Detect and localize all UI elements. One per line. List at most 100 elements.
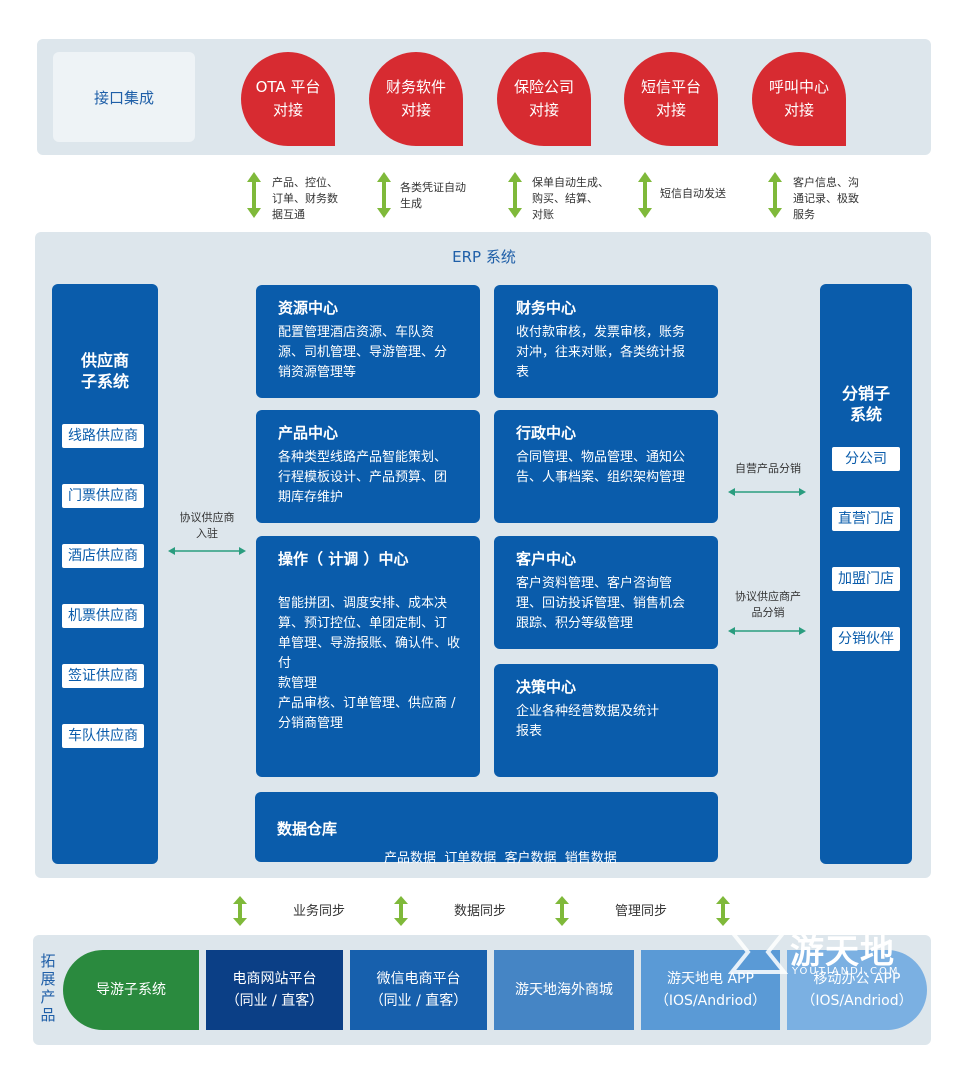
distribution-item-franchise[interactable]: 加盟门店 [832, 567, 900, 591]
mobile-office-app[interactable]: 移动办公 APP （IOS/Andriod） [787, 950, 927, 1030]
guide-subsystem[interactable]: 导游子系统 [63, 950, 199, 1030]
petal-line1: 保险公司 [513, 78, 574, 96]
insurance-company-node[interactable]: 保险公司 对接 [497, 52, 591, 146]
supplier-item-flight[interactable]: 机票供应商 [62, 604, 144, 628]
note-sms: 短信自动发送 [660, 186, 726, 202]
center-body: 各种类型线路产品智能策划、 行程模板设计、产品预算、团 期库存维护 [278, 448, 466, 508]
petal-line1: 财务软件 [385, 78, 446, 96]
body-line: 客户资料管理、客户咨询管 [516, 576, 673, 591]
supplier-subsystem [52, 284, 158, 864]
petal-line2: 对接 [272, 101, 303, 119]
note-line: 品分销 [751, 606, 785, 619]
note-insurance: 保单自动生成、 购买、结算、 对账 [532, 175, 609, 223]
double-arrow-icon [377, 172, 391, 218]
body-line: 各种类型线路产品智能策划、 [278, 450, 448, 465]
management-sync-label: 管理同步 [615, 904, 668, 919]
center-body: 客户资料管理、客户咨询管 理、回访投诉管理、销售机会 跟踪、积分等级管理 [516, 574, 704, 634]
petal-line1: 短信平台 [640, 78, 701, 96]
resource-center[interactable]: 资源中心 配置管理酒店资源、车队资 源、司机管理、导游管理、分 销资源管理等 [256, 285, 480, 398]
center-body: 收付款审核，发票审核，账务 对冲，往来对账，各类统计报 表 [516, 323, 704, 383]
body-line: 配置管理酒店资源、车队资 [278, 325, 435, 340]
note-line: 产品、控位、 [272, 176, 338, 189]
body-line: 告、人事档案、组织架构管理 [516, 470, 686, 485]
youtiandi-app[interactable]: 游天地电 APP （IOS/Andriod） [641, 950, 780, 1030]
admin-center[interactable]: 行政中心 合同管理、物品管理、通知公 告、人事档案、组织架构管理 [494, 410, 718, 523]
note-line: 对账 [532, 208, 554, 221]
center-body: 企业各种经营数据及统计 报表 [516, 702, 704, 742]
double-arrow-icon [247, 172, 261, 218]
erp-title: ERP 系统 [452, 248, 516, 266]
note-line: 服务 [793, 208, 815, 221]
double-arrow-icon [638, 172, 652, 218]
product-line1: 微信电商平台 [376, 971, 461, 987]
supplier-title: 供应商 子系统 [52, 350, 158, 392]
interface-integration-label: 接口集成 [53, 52, 195, 142]
horizontal-double-arrow-icon [728, 627, 806, 635]
petal-line1: OTA 平台 [255, 78, 321, 96]
ecommerce-site-platform[interactable]: 电商网站平台 （同业 / 直客） [206, 950, 343, 1030]
extension-products-label: 拓展产品 [40, 952, 56, 1024]
double-arrow-icon [508, 172, 522, 218]
double-arrow-icon [233, 896, 247, 926]
distribution-item-branch[interactable]: 分公司 [832, 447, 900, 471]
note-line: 客户信息、沟 [793, 176, 859, 189]
center-title: 决策中心 [516, 678, 577, 696]
supplier-item-ticket[interactable]: 门票供应商 [62, 484, 144, 508]
self-operated-note: 自营产品分销 [735, 462, 801, 475]
petal-line2: 对接 [783, 101, 814, 119]
note-line: 购买、结算、 [532, 192, 598, 205]
center-body: 智能拼团、调度安排、成本决 算、预订控位、单团定制、订 单管理、导游报账、确认件… [278, 594, 466, 694]
body-line: 理、回访投诉管理、销售机会 [516, 596, 686, 611]
product-line2: （IOS/Andriod） [654, 993, 767, 1009]
distribution-item-partner[interactable]: 分销伙伴 [832, 627, 900, 651]
ota-platform-node[interactable]: OTA 平台 对接 [241, 52, 335, 146]
note-line: 协议供应商 [179, 511, 235, 524]
sms-platform-node[interactable]: 短信平台 对接 [624, 52, 718, 146]
supplier-item-hotel[interactable]: 酒店供应商 [62, 544, 144, 568]
product-center[interactable]: 产品中心 各种类型线路产品智能策划、 行程模板设计、产品预算、团 期库存维护 [256, 410, 480, 523]
body-line: 智能拼团、调度安排、成本决 [278, 596, 448, 611]
body-line: 期库存维护 [278, 490, 344, 505]
note-finance: 各类凭证自动 生成 [400, 180, 466, 212]
finance-software-node[interactable]: 财务软件 对接 [369, 52, 463, 146]
note-line: 协议供应商产 [735, 590, 801, 603]
overseas-mall[interactable]: 游天地海外商城 [494, 950, 634, 1030]
note-call-center: 客户信息、沟 通记录、极致 服务 [793, 175, 859, 223]
petal-line2: 对接 [400, 101, 431, 119]
warehouse-title: 数据仓库 [277, 820, 338, 838]
warehouse-body: 产品数据 订单数据 客户数据 销售数据 财务数据 人员数据 资源数据 业务数据 [384, 809, 704, 969]
distribution-item-direct-store[interactable]: 直营门店 [832, 507, 900, 531]
double-arrow-icon [555, 896, 569, 926]
watermark-logo-icon [728, 930, 788, 974]
warehouse-row: 财务数据 人员数据 资源数据 业务数据 [384, 911, 617, 926]
body-line: 报表 [516, 724, 543, 739]
supplier-title-line1: 供应商 [80, 351, 129, 370]
distribution-title: 分销子 系统 [820, 383, 912, 425]
product-line1: 游天地海外商城 [515, 982, 613, 998]
wechat-ecommerce-platform[interactable]: 微信电商平台 （同业 / 直客） [350, 950, 487, 1030]
watermark-subtext: YOUTIANDI.COM [792, 966, 900, 977]
center-body-secondary: 产品审核、订单管理、供应商 / 分销商管理 [278, 694, 466, 734]
note-line: 生成 [400, 197, 422, 210]
supplier-item-route[interactable]: 线路供应商 [62, 424, 144, 448]
data-sync-label: 数据同步 [454, 904, 507, 919]
center-title: 财务中心 [516, 299, 577, 317]
call-center-node[interactable]: 呼叫中心 对接 [752, 52, 846, 146]
body-line: 算、预订控位、单团定制、订 [278, 616, 448, 631]
product-line2: （同业 / 直客） [369, 993, 468, 1009]
customer-center[interactable]: 客户中心 客户资料管理、客户咨询管 理、回访投诉管理、销售机会 跟踪、积分等级管… [494, 536, 718, 649]
center-title: 资源中心 [278, 299, 339, 317]
distribution-title-line1: 分销子 [841, 384, 890, 403]
center-body: 合同管理、物品管理、通知公 告、人事档案、组织架构管理 [516, 448, 704, 488]
operation-center[interactable]: 操作（ 计调 ）中心 智能拼团、调度安排、成本决 算、预订控位、单团定制、订 单… [256, 536, 480, 777]
product-line1: 电商网站平台 [232, 971, 317, 987]
double-arrow-icon [716, 896, 730, 926]
note-line: 入驻 [196, 527, 218, 540]
product-line2: （IOS/Andriod） [801, 993, 913, 1009]
data-warehouse[interactable]: 数据仓库 产品数据 订单数据 客户数据 销售数据 财务数据 人员数据 资源数据 … [255, 792, 718, 926]
supplier-item-fleet[interactable]: 车队供应商 [62, 724, 144, 748]
supplier-item-visa[interactable]: 签证供应商 [62, 664, 144, 688]
double-arrow-icon [394, 896, 408, 926]
finance-center[interactable]: 财务中心 收付款审核，发票审核，账务 对冲，往来对账，各类统计报 表 [494, 285, 718, 398]
decision-center[interactable]: 决策中心 企业各种经营数据及统计 报表 [494, 664, 718, 777]
